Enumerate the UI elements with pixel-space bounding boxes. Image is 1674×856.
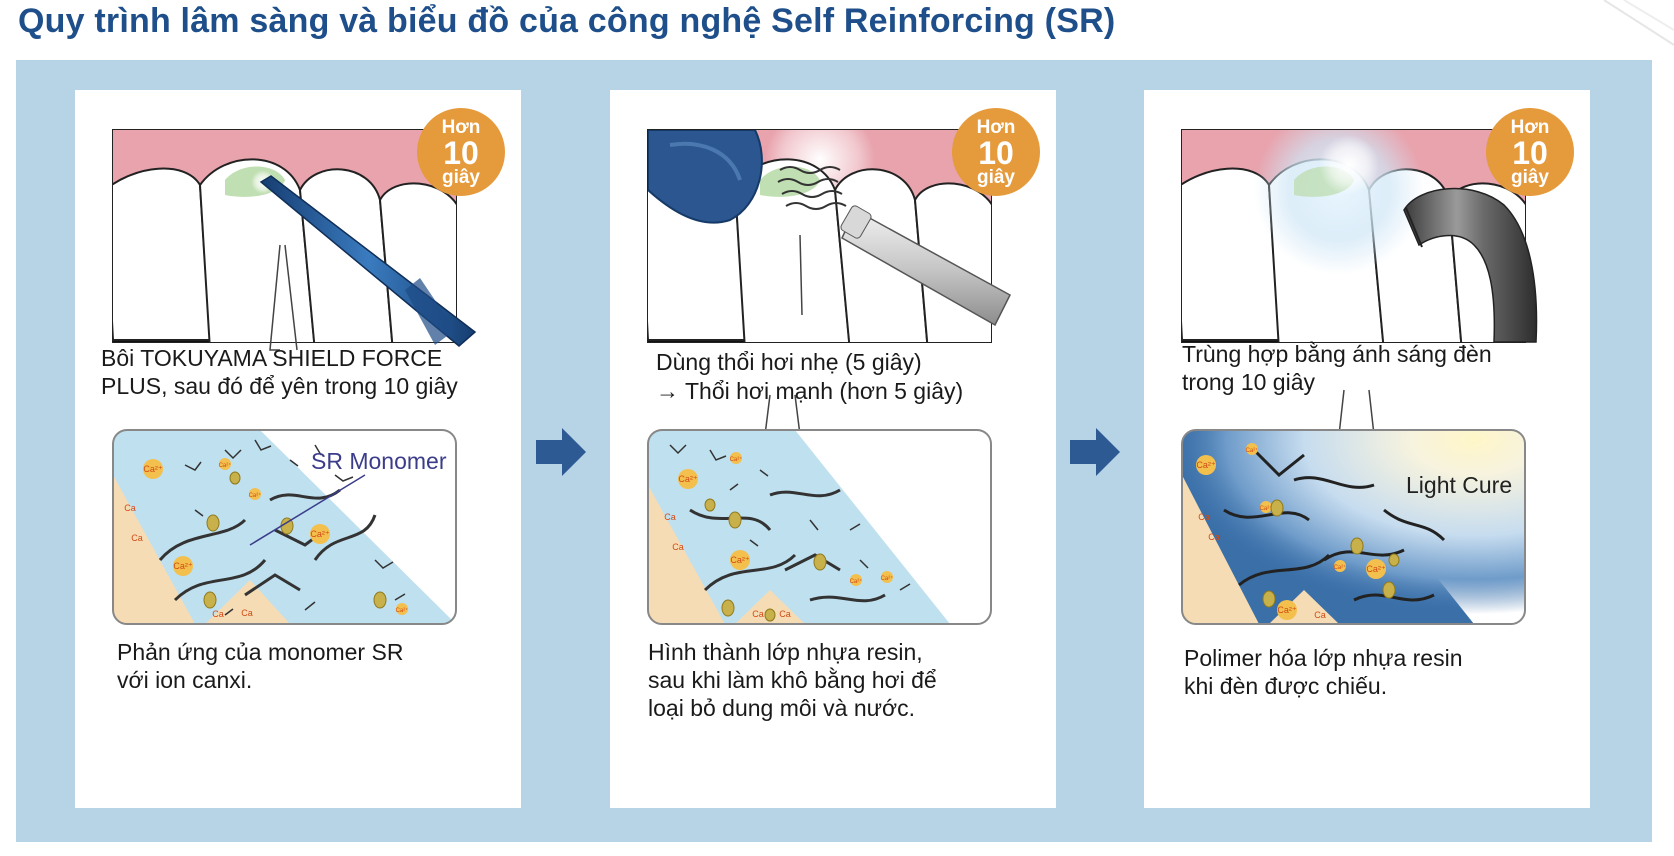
svg-text:Ca: Ca (1198, 512, 1210, 522)
step-1-caption-line-2: PLUS, sau đó để yên trong 10 giây (101, 373, 458, 399)
svg-text:Ca²⁺: Ca²⁺ (310, 529, 330, 539)
svg-text:Ca²⁺: Ca²⁺ (1196, 460, 1216, 470)
svg-text:Ca²⁺: Ca²⁺ (143, 464, 163, 474)
svg-text:Ca: Ca (1314, 610, 1326, 620)
step-3-caption-line-2: trong 10 giây (1182, 369, 1315, 395)
time-badge-3: Hơn 10 giây (1486, 108, 1574, 196)
step-2-description-line-1: Hình thành lớp nhựa resin, (648, 639, 923, 665)
sr-monomer-label: SR Monomer (311, 448, 447, 474)
page-title: Quy trình lâm sàng và biểu đồ của công n… (18, 2, 1116, 40)
svg-text:Ca: Ca (212, 609, 224, 619)
step-3-description-line-2: khi đèn được chiếu. (1184, 673, 1388, 699)
svg-text:Ca²⁺: Ca²⁺ (1277, 605, 1297, 615)
svg-text:Ca²⁺: Ca²⁺ (396, 607, 409, 614)
svg-text:Ca²⁺: Ca²⁺ (678, 474, 698, 484)
svg-text:Ca: Ca (131, 533, 143, 543)
arrow-right-icon (1070, 428, 1120, 476)
svg-text:Ca: Ca (241, 608, 253, 618)
light-cure-label: Light Cure (1406, 472, 1513, 498)
time-badge-2: Hơn 10 giây (952, 108, 1040, 196)
svg-text:Ca: Ca (672, 542, 684, 552)
applicator-brush-icon (259, 175, 477, 347)
svg-text:Ca²⁺: Ca²⁺ (850, 578, 863, 585)
svg-text:Ca²⁺: Ca²⁺ (881, 575, 894, 582)
step-2-description-line-2: sau khi làm khô bằng hơi để (648, 667, 937, 693)
step-1-description-line-1: Phản ứng của monomer SR (117, 639, 404, 665)
step-1-caption-line-1: Bôi TOKUYAMA SHIELD FORCE (101, 345, 443, 371)
svg-text:Ca²⁺: Ca²⁺ (1334, 564, 1347, 571)
step-2-caption-line-1: Dùng thổi hơi nhẹ (5 giây) (656, 349, 922, 375)
step-3-description-line-1: Polimer hóa lớp nhựa resin (1184, 645, 1463, 671)
svg-text:Ca²⁺: Ca²⁺ (219, 462, 232, 469)
svg-text:Ca²⁺: Ca²⁺ (1366, 564, 1386, 574)
svg-text:Ca²⁺: Ca²⁺ (730, 456, 743, 463)
step-3-caption-line-1: Trùng hợp bằng ánh sáng đèn (1182, 341, 1492, 367)
svg-text:Ca²⁺: Ca²⁺ (173, 561, 193, 571)
curing-light-icon (1403, 187, 1538, 343)
tooth-scene-3 (1181, 129, 1538, 343)
svg-text:Ca²⁺: Ca²⁺ (1260, 505, 1273, 512)
time-badge-1: Hơn 10 giây (417, 108, 505, 196)
corner-decoration (1603, 0, 1674, 46)
svg-text:Ca²⁺: Ca²⁺ (730, 555, 750, 565)
tooth-scene-2 (647, 129, 1011, 343)
step-1-description-line-2: với ion canxi. (117, 667, 253, 693)
svg-text:Ca: Ca (779, 609, 791, 619)
step-2-caption-line-2: → Thổi hơi mạnh (hơn 5 giây) (656, 378, 964, 404)
svg-text:Ca: Ca (1208, 532, 1220, 542)
air-syringe-icon (777, 166, 1011, 327)
arrow-right-icon (536, 428, 586, 476)
svg-text:Ca²⁺: Ca²⁺ (249, 492, 262, 499)
tooth-scene-1 (112, 129, 477, 351)
svg-text:Ca: Ca (124, 503, 136, 513)
svg-text:Ca²⁺: Ca²⁺ (1246, 447, 1259, 454)
svg-text:Ca: Ca (664, 512, 676, 522)
step-2-description-line-3: loại bỏ dung môi và nước. (648, 695, 916, 721)
svg-text:Ca: Ca (752, 609, 764, 619)
